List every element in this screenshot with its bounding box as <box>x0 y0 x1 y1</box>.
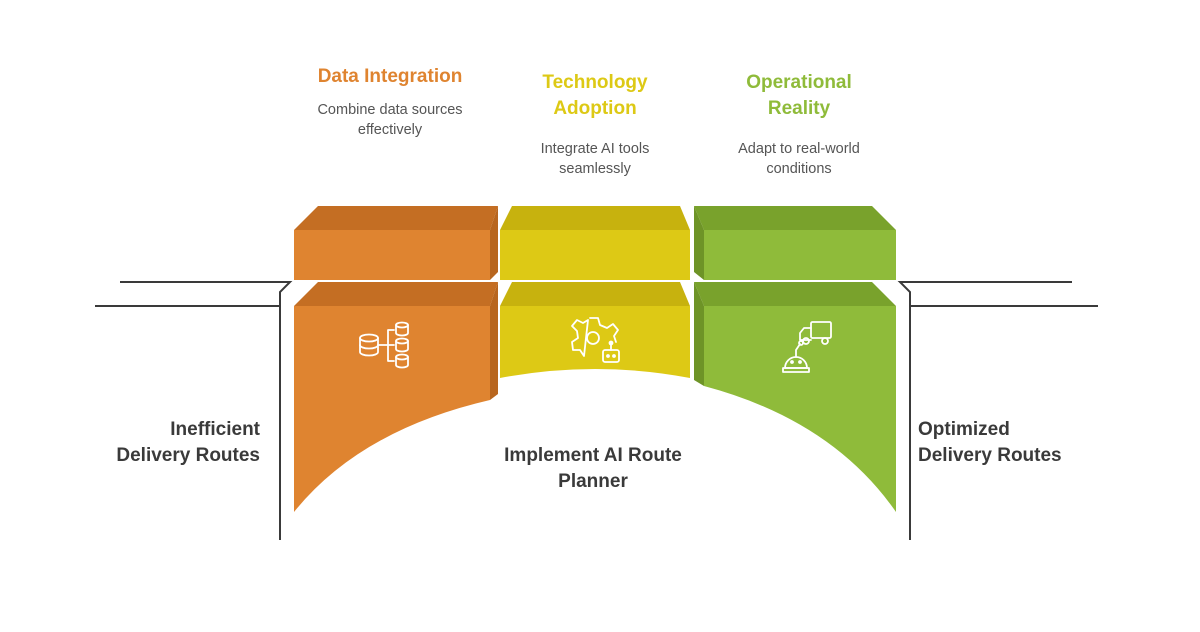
segment-1-cap-lower <box>294 282 498 306</box>
segment-1-top-face <box>294 206 498 230</box>
segment-1-description: Combine data sources effectively <box>317 102 463 138</box>
segment-1-side-top <box>490 206 498 280</box>
center-label: Implement AI Route Planner <box>504 445 682 492</box>
segment-1-arch-body <box>294 306 490 512</box>
right-road-upper <box>897 281 1072 540</box>
segment-3-cap-lower <box>694 282 896 306</box>
segment-technology-adoption <box>500 206 690 378</box>
segment-3-arch-side <box>694 282 704 386</box>
segment-3-front-top <box>704 230 896 280</box>
database-network-icon <box>359 321 409 369</box>
segment-operational-reality <box>694 206 896 512</box>
right-label: Optimized Delivery Routes <box>918 419 1062 466</box>
segment-3-title: Operational Reality <box>746 72 852 119</box>
segment-2-top-face <box>500 206 690 230</box>
segment-3-arch-body <box>704 306 896 512</box>
segment-2-description: Integrate AI tools seamlessly <box>540 141 650 177</box>
segment-2-arch-body <box>500 306 690 378</box>
segment-1-title: Data Integration <box>317 66 463 87</box>
segment-1-front-top <box>294 230 490 280</box>
segment-1-arch-side <box>490 282 498 400</box>
truck-robot-icon <box>782 321 832 373</box>
gear-robot-icon <box>571 317 620 363</box>
segment-data-integration <box>294 206 498 512</box>
left-label: Inefficient Delivery Routes <box>116 419 260 466</box>
segment-2-front-top <box>500 230 690 280</box>
segment-3-description: Adapt to real-world conditions <box>738 141 860 177</box>
segment-2-cap-lower <box>500 282 690 306</box>
road-lines <box>95 281 1098 540</box>
segment-3-side-top <box>694 206 704 280</box>
segment-3-top-face <box>694 206 896 230</box>
segment-2-title: Technology Adoption <box>542 72 648 119</box>
left-road-upper <box>120 281 293 540</box>
